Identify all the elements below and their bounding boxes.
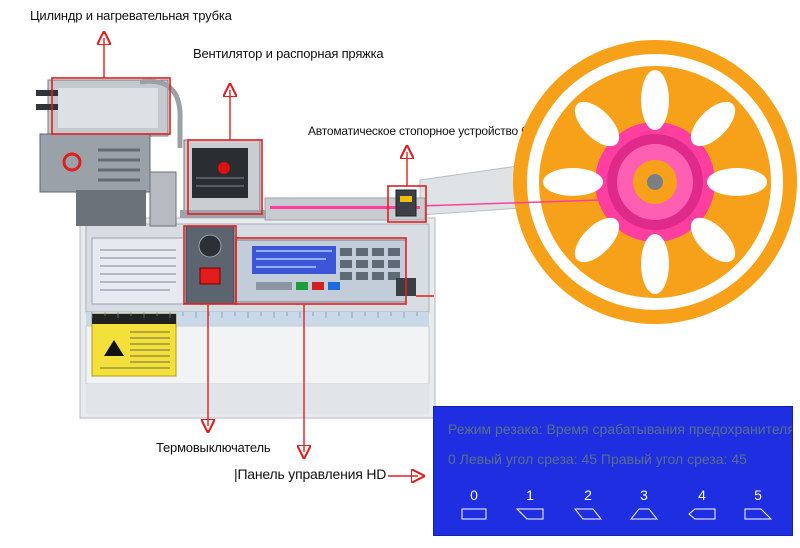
- ruler-ticks: [91, 312, 418, 318]
- cut-mode-1-label: 1: [526, 487, 534, 503]
- fan-unit: [180, 139, 266, 218]
- label-cylinder: Цилиндр и нагревательная трубка: [30, 8, 232, 23]
- cut-mode-2: 2: [568, 487, 608, 521]
- callout-box-panel: [235, 237, 407, 305]
- thermo-knob: [198, 234, 222, 258]
- cut-shape-right-bevel-icon: [744, 508, 773, 520]
- machine-body: [79, 197, 436, 419]
- cut-shape-left-bevel-icon: [515, 508, 544, 520]
- keypad: [340, 248, 400, 280]
- cut-shape-trapezoid-icon: [629, 508, 659, 520]
- cut-shape-parallelogram-icon: [573, 508, 603, 520]
- cut-mode-4-label: 4: [698, 487, 706, 503]
- callout-box-fan: [187, 139, 263, 215]
- cut-mode-4: 4: [682, 487, 722, 521]
- cut-mode-3-label: 3: [640, 487, 648, 503]
- lcd-line-1: Режим резака: Время срабатывания предохр…: [448, 421, 793, 437]
- cut-mode-5: 5: [738, 487, 778, 521]
- cut-shape-rect-icon: [461, 508, 487, 520]
- lcd-line-2: 0 Левый угол среза: 45 Правый угол среза…: [448, 451, 747, 467]
- callout-boxes: [51, 77, 427, 305]
- label-thermo: Термовыключатель: [156, 440, 271, 455]
- autostop-sensor: [395, 189, 417, 217]
- label-fan: Вентилятор и распорная пряжка: [193, 46, 384, 61]
- cut-mode-2-label: 2: [584, 487, 592, 503]
- cutting-head: [36, 78, 183, 227]
- warning-sticker: [91, 313, 177, 377]
- cut-mode-5-label: 5: [754, 487, 762, 503]
- cut-mode-3: 3: [624, 487, 664, 521]
- tape-strand: [419, 199, 601, 207]
- tape-reel: [419, 40, 797, 324]
- lcd-zoom-panel: Режим резака: Время срабатывания предохр…: [433, 406, 793, 536]
- cut-mode-0: 0: [454, 487, 494, 521]
- cut-mode-0-label: 0: [470, 487, 478, 503]
- power-switch: [199, 267, 221, 285]
- label-panel-text: Панель управления HD: [237, 466, 387, 482]
- cut-mode-1: 1: [510, 487, 550, 521]
- label-panel: |Панель управления HD: [234, 466, 387, 482]
- callout-box-cylinder: [51, 77, 171, 135]
- cut-shape-arrow-left-icon: [688, 508, 716, 520]
